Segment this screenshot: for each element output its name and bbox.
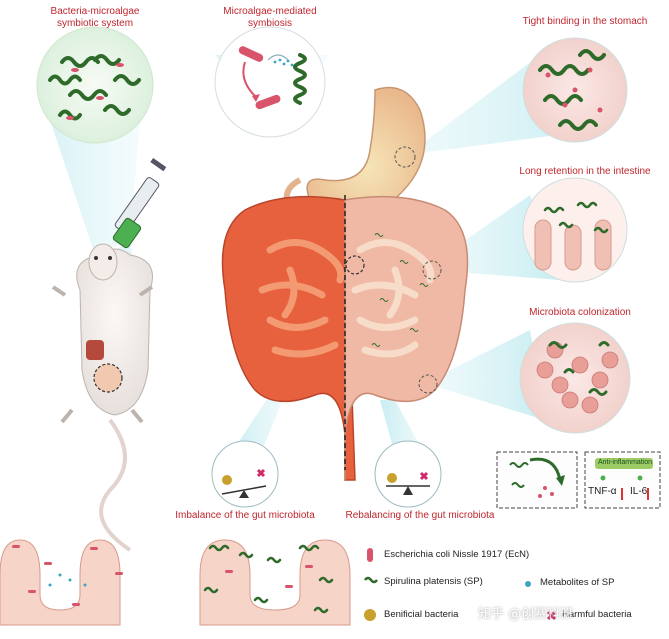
label-long-retention: Long retention in the intestine [519,166,651,177]
intestine-illustration [221,195,469,481]
tnf-label: TNF-α [588,486,617,497]
symbiotic-system-circle [36,26,154,144]
label-rebalancing: Rebalancing of the gut microbiota [345,510,495,521]
label-imbalance: Imbalance of the gut microbiota [175,510,315,521]
legend-ecn: Escherichia coli Nissle 1917 (EcN) [384,549,530,560]
villi-rebalanced [199,539,351,626]
beneficial-bacteria-icon [364,609,376,621]
spirulina-icon [364,576,378,584]
legend-harmful: Harmful bacteria [562,609,632,620]
harmful-bacteria-icon [546,610,557,621]
label-colonization: Microbiota colonization [529,307,631,318]
label-microalgae-mediated: Microalgae-mediated symbiosis [223,6,317,29]
legend-metabolites: Metabolites of SP [540,577,615,588]
legend-sp: Spirulina platensis (SP) [384,576,483,587]
label-tight-binding: Tight binding in the stomach [522,16,648,27]
anti-inflammation-title: Anti-inflammation [598,459,653,466]
ecn-icon [367,548,373,562]
villi-imbalanced [0,539,123,626]
tight-binding-circle [522,37,628,143]
long-retention-circle [522,177,628,283]
il6-label: IL-6 [630,486,648,497]
label-bacteria-microalgae: Bacteria-microalgae symbiotic system [50,6,140,29]
rebalancing-circle [374,440,442,508]
legend-icons [364,548,557,621]
mouse-illustration [51,243,154,552]
legend-beneficial: Benificial bacteria [384,609,459,620]
watermark: 知乎 @创赛科研 [478,607,574,622]
metabolism-box [496,451,578,509]
anti-inflammation-box [584,451,661,509]
colonization-circle [519,322,631,434]
metabolite-icon [525,581,531,587]
microalgae-mediated-circle [214,26,326,138]
imbalance-circle [211,440,279,508]
